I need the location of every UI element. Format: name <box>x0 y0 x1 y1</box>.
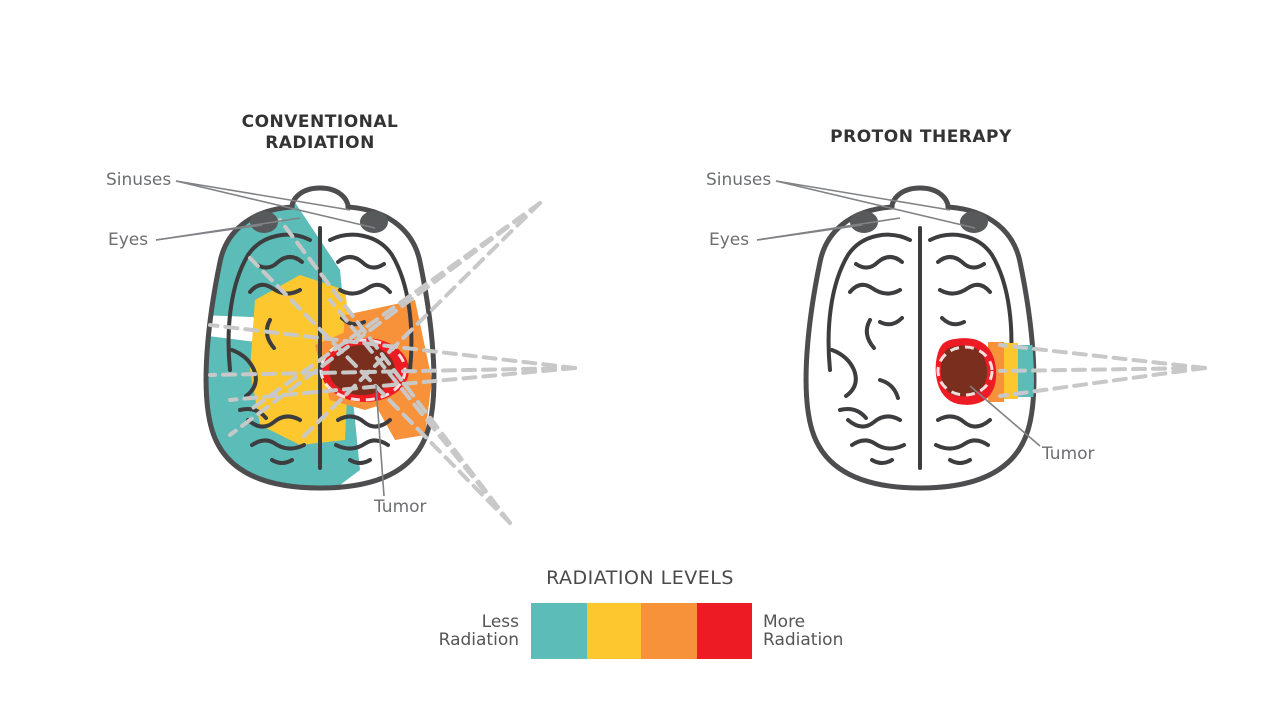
proton-right-eye-icon <box>960 211 988 233</box>
legend-swatch-teal <box>531 603 587 659</box>
conventional-radiation-panel: CONVENTIONAL RADIATION <box>106 112 577 525</box>
conventional-title-line1: CONVENTIONAL <box>242 112 399 132</box>
legend-swatch-yellow <box>587 603 641 659</box>
legend-swatch-red <box>697 603 752 659</box>
conventional-brain-folds <box>226 226 414 470</box>
proton-sinuses-pointer-2 <box>775 180 976 229</box>
proton-yellow-field <box>1000 343 1018 399</box>
conventional-head-outline <box>203 185 437 491</box>
sinuses-pointer-1 <box>175 180 351 211</box>
conventional-title-line2: RADIATION <box>265 133 375 153</box>
proton-tumor-pointer <box>969 385 1041 447</box>
proton-therapy-panel: PROTON THERAPY <box>706 127 1207 491</box>
legend-more-line2: Radiation <box>763 630 843 650</box>
proton-brain-folds <box>826 226 1014 470</box>
proton-eyes-pointer-2 <box>756 217 901 241</box>
legend-title: RADIATION LEVELS <box>546 567 734 589</box>
right-eye-icon <box>360 211 388 233</box>
proton-beam <box>998 343 1207 398</box>
proton-tumor-dashed-outline <box>936 345 994 397</box>
proton-head-outline <box>803 185 1037 491</box>
proton-sinuses-pointer-1 <box>775 180 951 211</box>
legend-more-line1: More <box>763 612 805 632</box>
legend-less-line1: Less <box>482 612 519 632</box>
proton-tumor-mass <box>940 345 988 397</box>
radiation-levels-legend: RADIATION LEVELS Less Radiation More Rad… <box>439 567 843 659</box>
proton-left-eye-icon <box>850 211 878 233</box>
conventional-tumor-label: Tumor <box>373 497 427 517</box>
conventional-eyes-label: Eyes <box>108 230 148 250</box>
legend-swatch-orange <box>641 603 697 659</box>
conventional-sinuses-label: Sinuses <box>106 170 171 190</box>
tumor-pointer <box>375 384 385 497</box>
left-eye-icon <box>250 211 278 233</box>
proton-title: PROTON THERAPY <box>830 127 1012 147</box>
proton-tumor-label: Tumor <box>1041 444 1095 464</box>
sinuses-pointer-2 <box>175 180 376 229</box>
conventional-radiation-beams <box>208 201 577 525</box>
eyes-pointer-2 <box>155 217 301 241</box>
proton-eyes-label: Eyes <box>709 230 749 250</box>
legend-less-line2: Radiation <box>439 630 519 650</box>
proton-sinuses-label: Sinuses <box>706 170 771 190</box>
